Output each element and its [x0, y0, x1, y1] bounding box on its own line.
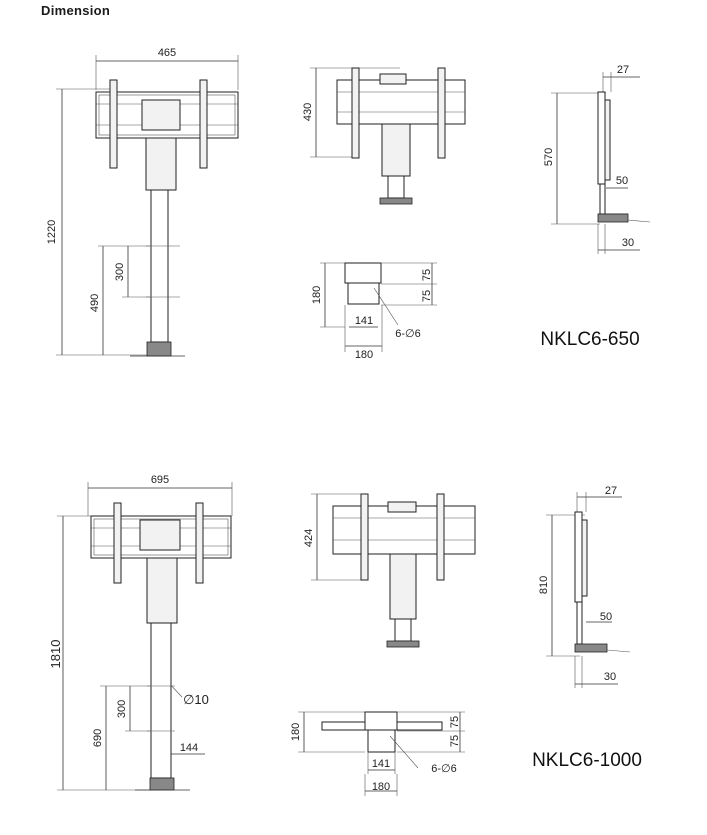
side-view-1: 570 27 50 30	[543, 64, 651, 254]
page-title: Dimension	[41, 3, 111, 18]
plate-height-label: 180	[311, 286, 323, 304]
rear-height-label: 430	[302, 103, 314, 121]
plate-width-label: 180	[355, 349, 373, 361]
front-height-label: 1810	[48, 640, 63, 669]
front-spacing-label: 300	[116, 700, 128, 718]
front-view-2: 695 1810 690 300 144 ∅10	[48, 474, 233, 791]
base-plate-1: 180 75 75 141 180 6-∅6	[311, 262, 437, 361]
plate-inner-label: 141	[372, 758, 390, 770]
side-height-label: 570	[543, 148, 555, 166]
side-height-label: 810	[538, 576, 550, 594]
front-height-label: 1220	[46, 220, 58, 244]
side-top-label: 27	[605, 485, 617, 497]
front-width-label: 465	[158, 47, 176, 59]
front-bolt-label: ∅10	[183, 692, 209, 707]
plate-holes-label: 6-∅6	[431, 763, 456, 775]
rear-view-1: 430	[302, 67, 466, 205]
model-name-2: NKLC6-1000	[532, 750, 642, 771]
front-spacing-label: 300	[114, 263, 126, 281]
side-base-label: 30	[622, 237, 634, 249]
rear-height-label: 424	[303, 529, 315, 547]
front-width-label: 695	[151, 474, 169, 486]
model-name-1: NKLC6-650	[540, 329, 639, 350]
plate-hole-b-label: 75	[421, 290, 433, 302]
side-top-label: 27	[617, 64, 629, 76]
plate-holes-label: 6-∅6	[395, 328, 420, 340]
plate-height-label: 180	[290, 723, 302, 741]
front-lower-label: 690	[92, 729, 104, 747]
base-plate-2: 180 75 75 141 180 6-∅6	[290, 711, 465, 796]
side-base-label: 30	[604, 671, 616, 683]
front-view-1: 465 1220 490 300	[46, 47, 239, 357]
rear-view-2: 424	[303, 493, 476, 648]
plate-width-label: 180	[372, 781, 390, 793]
plate-hole-b-label: 75	[449, 735, 461, 747]
side-foot-label: 50	[600, 611, 612, 623]
plate-hole-a-label: 75	[449, 716, 461, 728]
plate-hole-a-label: 75	[421, 269, 433, 281]
front-pole-label: 144	[180, 742, 198, 754]
side-foot-label: 50	[616, 175, 628, 187]
plate-inner-label: 141	[355, 315, 373, 327]
side-view-2: 810 27 50 30	[538, 485, 631, 688]
front-lower-label: 490	[89, 294, 101, 312]
